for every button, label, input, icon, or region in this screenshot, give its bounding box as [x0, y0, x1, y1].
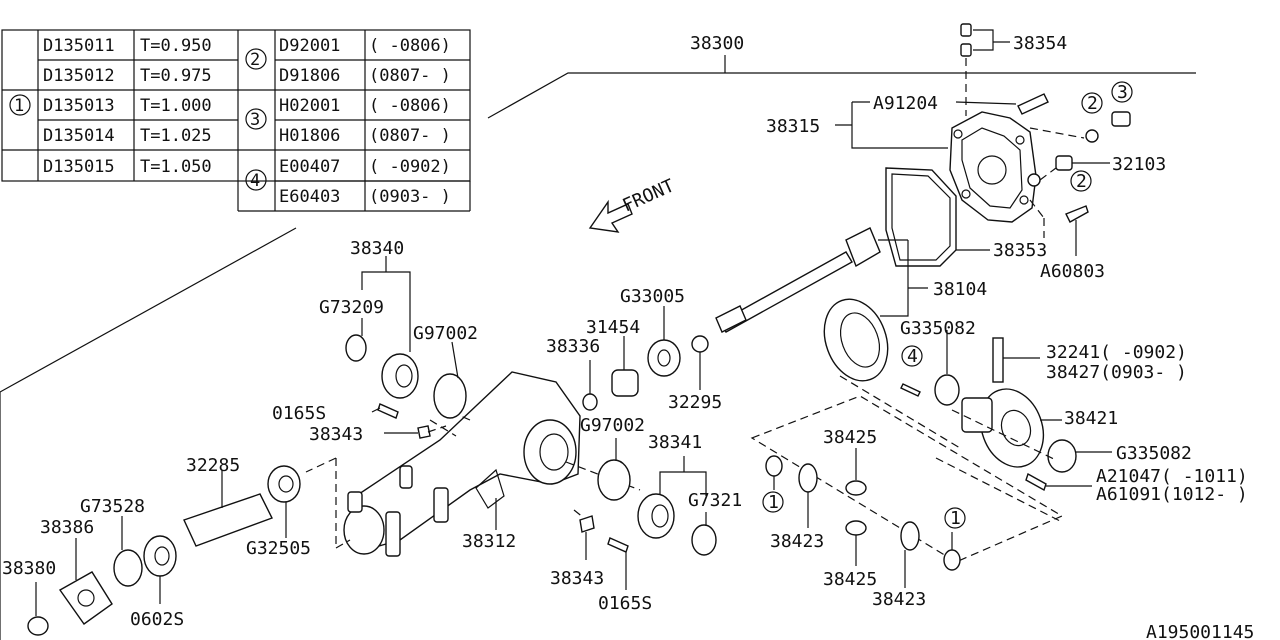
callout-38421: 38421 [1064, 408, 1118, 429]
table-spec: T=1.000 [140, 96, 212, 116]
callout-G97002: G97002 [580, 415, 645, 436]
table-part: D135015 [43, 157, 115, 177]
table-part: D135012 [43, 66, 115, 86]
callout-38423: 38423 [872, 589, 926, 610]
assembly-frame [0, 55, 1196, 640]
table-marker-1: 1 [14, 96, 24, 116]
table-part: D91806 [279, 66, 340, 86]
callout-32295: 32295 [668, 392, 722, 413]
table-spec: T=0.950 [140, 36, 212, 56]
table-spec: T=1.025 [140, 126, 212, 146]
diagram-id: A195001145 [1146, 622, 1254, 640]
marker-circle [245, 48, 267, 70]
table-spec: T=1.050 [140, 157, 212, 177]
callout-38380: 38380 [2, 558, 56, 579]
table-part: D135014 [43, 126, 115, 146]
callout-G97002: G97002 [413, 323, 478, 344]
marker-1: 1 [950, 508, 961, 529]
table-range: (0807- ) [369, 66, 451, 86]
callout-labels: 38300 38354 38315 A91204 32103 38353 A60… [2, 33, 1254, 640]
marker-3: 3 [1117, 82, 1128, 103]
callout-38343: 38343 [550, 568, 604, 589]
callout-38343: 38343 [309, 424, 363, 445]
callout-A61091: A61091(1012- ) [1096, 484, 1248, 505]
marker-4: 4 [907, 346, 918, 367]
diff-carrier-housing [305, 371, 641, 557]
callout-38340: 38340 [350, 238, 404, 259]
callout-G7321: G7321 [688, 490, 742, 511]
table-part: D92001 [279, 36, 340, 56]
marker-2: 2 [1076, 171, 1087, 192]
rear-cover-assembly [835, 23, 1133, 267]
callout-38312: 38312 [462, 531, 516, 552]
callout-38423: 38423 [770, 531, 824, 552]
callout-32103: 32103 [1112, 154, 1166, 175]
front-arrow: FRONT [588, 175, 678, 233]
callout-G32505: G32505 [246, 538, 311, 559]
callout-32285: 32285 [186, 455, 240, 476]
callout-32241: 32241( -0902) [1046, 342, 1187, 363]
callout-38354: 38354 [1013, 33, 1067, 54]
table-part: E60403 [279, 187, 340, 207]
callout-38336: 38336 [546, 336, 600, 357]
table-range: (0903- ) [369, 187, 451, 207]
table-part: E00407 [279, 157, 340, 177]
ring-gear-diff [823, 298, 1112, 523]
callout-A60803: A60803 [1040, 261, 1105, 282]
callout-38300: 38300 [690, 33, 744, 54]
callout-G335082: G335082 [900, 318, 976, 339]
callout-G33005: G33005 [620, 286, 685, 307]
callout-38315: 38315 [766, 116, 820, 137]
table-part: D135011 [43, 36, 115, 56]
table-range: ( -0806) [369, 96, 451, 116]
pinion-bearings [582, 306, 681, 411]
marker-circle [245, 169, 267, 191]
callout-0165S: 0165S [272, 403, 326, 424]
table-part: D135013 [43, 96, 115, 116]
marker-2: 2 [1087, 93, 1098, 114]
callout-38386: 38386 [40, 517, 94, 538]
callout-G73528: G73528 [80, 496, 145, 517]
table-range: ( -0806) [369, 36, 451, 56]
callout-38353: 38353 [993, 240, 1047, 261]
pinion-shaft [691, 227, 928, 390]
callout-A21047: A21047( -1011) [1096, 466, 1248, 487]
callout-38341: 38341 [648, 432, 702, 453]
table-range: ( -0902) [369, 157, 451, 177]
callout-0602S: 0602S [130, 609, 184, 630]
callout-38427: 38427(0903- ) [1046, 362, 1187, 383]
callout-A91204: A91204 [873, 93, 938, 114]
diff-internals [750, 395, 1064, 588]
table-spec: T=0.975 [140, 66, 212, 86]
callout-31454: 31454 [586, 317, 640, 338]
callout-38104: 38104 [933, 279, 987, 300]
table-part: H02001 [279, 96, 340, 116]
side-bearing-right [573, 438, 717, 590]
table-marker-4: 4 [250, 171, 260, 191]
callout-0165S: 0165S [598, 593, 652, 614]
callout-38425: 38425 [823, 427, 877, 448]
side-bearing-left [345, 256, 467, 439]
table-part: H01806 [279, 126, 340, 146]
marker-circle [9, 94, 31, 116]
marker-circle [245, 108, 267, 130]
table-range: (0807- ) [369, 126, 451, 146]
callout-G73209: G73209 [319, 297, 384, 318]
marker-1: 1 [768, 492, 779, 513]
table-marker-2: 2 [250, 50, 260, 70]
companion-flange-group [27, 465, 301, 636]
parts-table: 1 D135011 T=0.950 D135012 T=0.975 D13501… [1, 29, 471, 212]
callout-G335082: G335082 [1116, 443, 1192, 464]
table-marker-3: 3 [250, 110, 260, 130]
callout-38425: 38425 [823, 569, 877, 590]
front-label: FRONT [619, 175, 677, 216]
